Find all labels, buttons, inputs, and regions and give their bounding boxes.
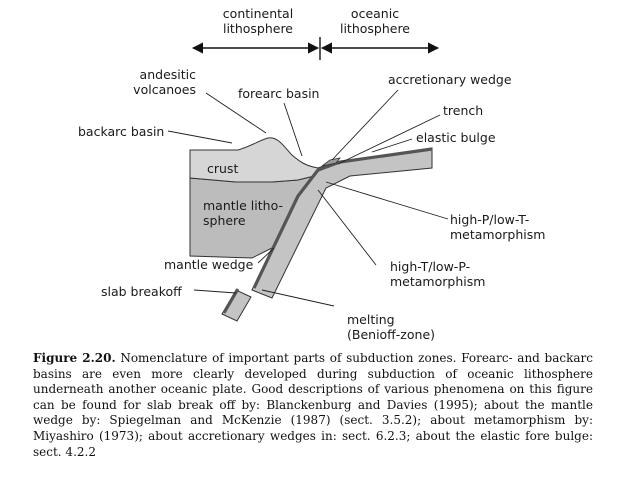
label-elastic-bulge: elastic bulge [416, 130, 496, 145]
label-oceanic-lithosphere: oceanic lithosphere [339, 6, 411, 36]
leader-forearc-basin [283, 102, 303, 157]
leader-andesitic-volcanoes [205, 92, 267, 134]
label-trench: trench [443, 103, 484, 118]
label-continental-lithosphere: continental lithosphere [222, 6, 294, 36]
label-accretionary-wedge: accretionary wedge [388, 72, 512, 87]
label-mantle-lithosphere: mantle litho- sphere [203, 198, 283, 228]
label-mantle-wedge: mantle wedge [164, 257, 254, 272]
slab-top-surface [252, 147, 433, 289]
label-high-p-low-t: high-P/low-T- metamorphism [450, 212, 546, 242]
label-crust: crust [207, 161, 239, 176]
caption-label: Figure 2.20. [33, 351, 116, 365]
slab-breakoff-piece [221, 289, 252, 322]
label-backarc-basin: backarc basin [78, 124, 165, 139]
leader-mantle-wedge [257, 247, 275, 264]
leader-lines [167, 89, 449, 307]
leader-slab-breakoff [193, 289, 237, 294]
accretionary-wedge-shape [321, 157, 341, 167]
leader-trench [337, 114, 441, 165]
leader-high-t-low-p [317, 189, 377, 266]
leader-accretionary-wedge [331, 89, 399, 161]
leader-melting [261, 289, 335, 307]
figure-caption: Figure 2.20. Nomenclature of important p… [33, 351, 593, 460]
label-slab-breakoff: slab breakoff [101, 284, 182, 299]
leader-high-p-low-t [325, 181, 449, 220]
label-high-t-low-p: high-T/low-P- metamorphism [390, 259, 486, 289]
caption-text: Nomenclature of important parts of subdu… [33, 351, 593, 459]
leader-backarc-basin [167, 130, 233, 144]
label-andesitic-volcanoes: andesitic volcanoes [133, 67, 196, 97]
label-forearc-basin: forearc basin [238, 86, 320, 101]
label-melting: melting (Benioff-zone) [347, 312, 436, 342]
leader-elastic-bulge [371, 138, 413, 153]
